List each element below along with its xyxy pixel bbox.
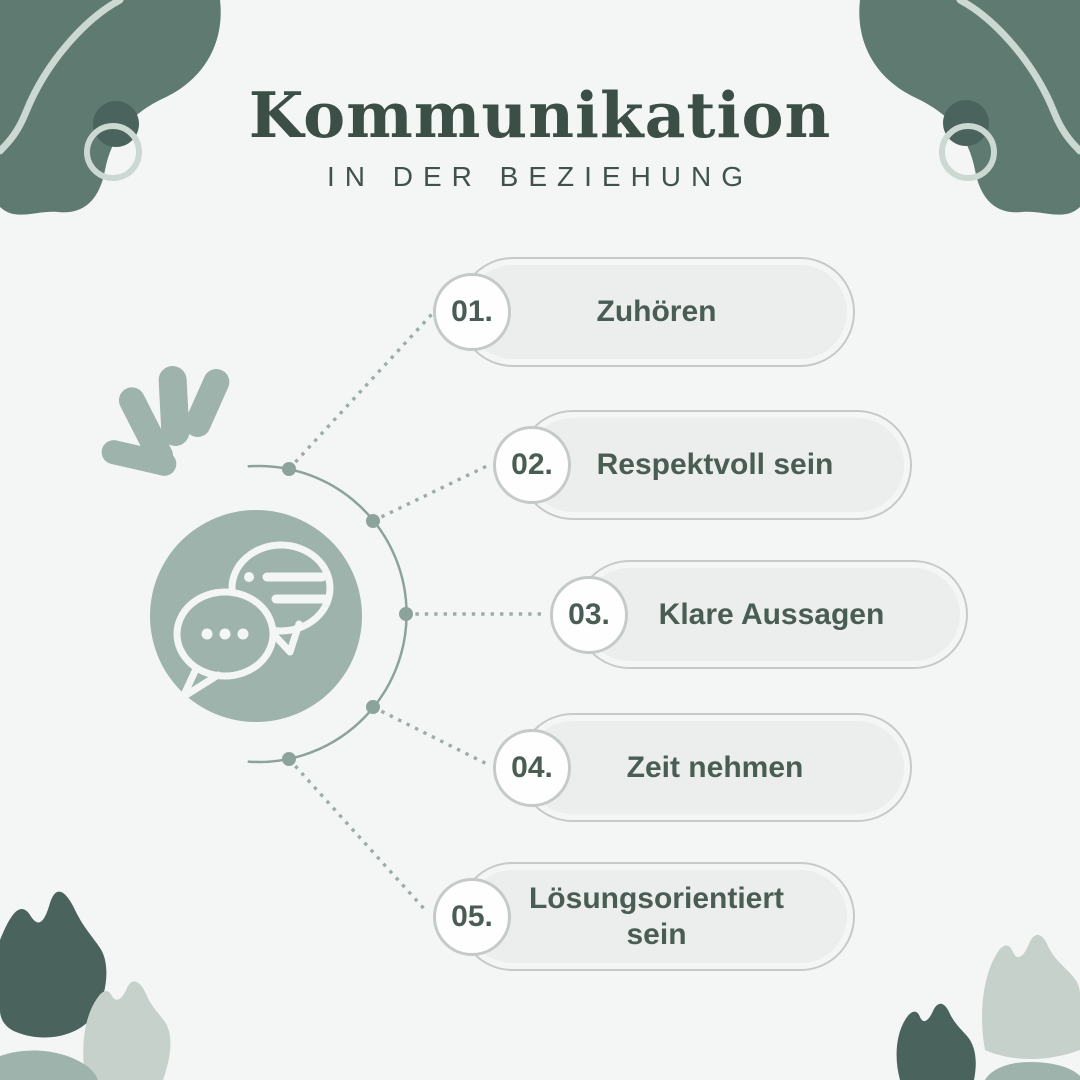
step-3-number-badge: 03. (550, 575, 628, 654)
step-2-number-badge: 02. (493, 426, 571, 504)
crown-light-bottom-left (83, 981, 171, 1080)
step-5-number-badge: 05. (433, 877, 511, 956)
connector-nodes (282, 462, 413, 766)
step-pill-5-fill: Lösungsorientiert sein (466, 870, 847, 963)
step-5-label: Lösungsorientiert sein (528, 882, 784, 951)
step-1-number-badge: 01. (433, 273, 511, 351)
step-pill-3-fill: Klare Aussagen (583, 568, 960, 661)
crown-dark-bottom-right (896, 1003, 976, 1080)
dotted-connectors (287, 312, 545, 914)
corner-line-top-right (956, 0, 1080, 155)
step-pill-4-fill: Zeit nehmen (526, 721, 904, 814)
blob-bottom-right (985, 1062, 1080, 1080)
step-4-number-badge: 04. (493, 728, 571, 807)
crown-light-bottom-right (982, 934, 1080, 1059)
step-pill-4: Zeit nehmen 04. (493, 713, 912, 822)
step-pill-5: Lösungsorientiert sein 05. (433, 862, 855, 971)
chat-bubbles-icon (173, 541, 334, 701)
connector-line-4 (372, 705, 490, 767)
page-title: Kommunikation (248, 78, 832, 152)
petal-fan-icon (101, 366, 230, 476)
step-pill-2: Respektvoll sein 02. (493, 410, 912, 520)
ring-accent-top-right (939, 100, 997, 181)
step-pill-2-fill: Respektvoll sein (526, 418, 904, 512)
step-pill-3: Klare Aussagen 03. (550, 560, 968, 669)
connector-line-2 (372, 463, 490, 523)
step-3-label: Klare Aussagen (658, 597, 885, 631)
step-pill-1: Zuhören 01. (433, 257, 855, 367)
step-2-label: Respektvoll sein (596, 448, 834, 482)
ring-accent-top-left (84, 101, 142, 181)
step-1-label: Zuhören (596, 295, 717, 329)
step-4-label: Zeit nehmen (626, 750, 804, 784)
crown-dark-bottom-left (0, 891, 107, 1038)
page-subtitle: IN DER BEZIEHUNG (326, 161, 754, 192)
header: Kommunikation IN DER BEZIEHUNG (0, 84, 1080, 193)
blob-bottom-left (0, 1050, 98, 1080)
connector-line-5 (287, 757, 429, 914)
connector-line-1 (287, 312, 434, 471)
corner-line-top-left (0, 0, 124, 155)
step-pill-1-fill: Zuhören (466, 265, 847, 359)
